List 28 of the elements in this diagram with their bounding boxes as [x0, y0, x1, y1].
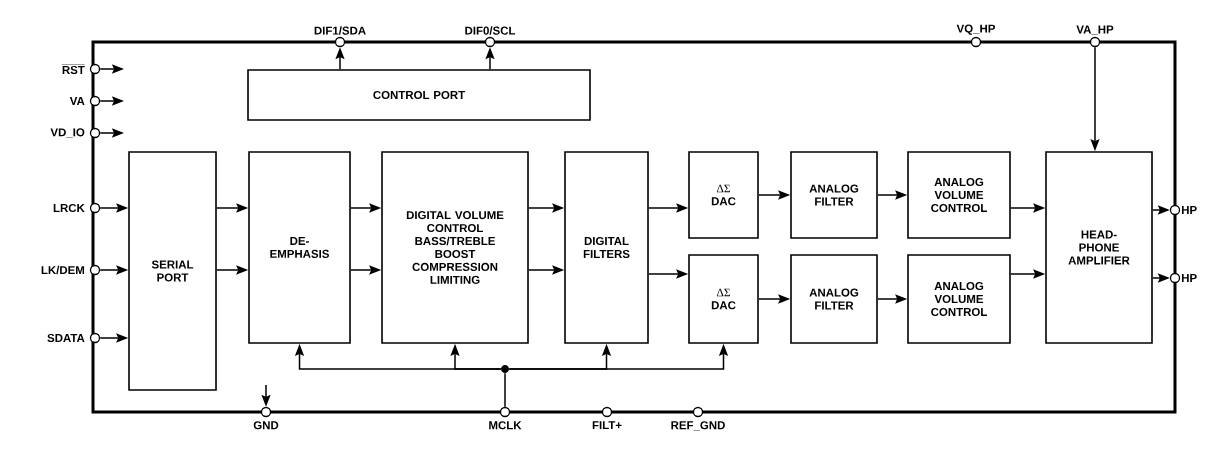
pin-label: HP	[1181, 274, 1197, 282]
de-emphasis-box: DE- EMPHASIS	[248, 151, 351, 344]
pin-label: VA	[69, 97, 85, 105]
pin-label: VD_IO	[50, 128, 85, 138]
pin-label: VA_HP	[1076, 25, 1114, 35]
analog-volume-box: ANALOG VOLUME CONTROL	[907, 151, 1011, 239]
pin-label: DIF0/SCL	[465, 26, 516, 35]
pin-label: RST	[61, 64, 85, 75]
pin-label: SDATA	[47, 333, 85, 343]
dac-box: ΔΣ DAC	[688, 254, 759, 344]
analog-filter-box: ANALOG FILTER	[790, 254, 878, 344]
pin-label: GND	[253, 421, 279, 430]
serial-port-box: SERIAL PORT	[128, 151, 217, 391]
analog-filter-box: ANALOG FILTER	[790, 151, 878, 239]
pin-label: FILT+	[592, 421, 622, 430]
pin-label: REF_GND	[671, 421, 725, 431]
analog-volume-box: ANALOG VOLUME CONTROL	[907, 254, 1011, 344]
control-port-box: CONTROL PORT	[247, 69, 591, 121]
pin-label: LRCK	[53, 203, 85, 213]
digital-filters-box: DIGITAL FILTERS	[564, 151, 649, 344]
digital-volume-box: DIGITAL VOLUME CONTROL BASS/TREBLE BOOST COMPRESSION LIMITING	[381, 151, 529, 344]
pin-label: VQ_HP	[956, 24, 996, 35]
pin-label: DIF1/SDA	[314, 26, 366, 35]
headphone-amplifier-box: HEAD- PHONE AMPLIFIER	[1045, 151, 1153, 344]
pin-label: LK/DEM	[41, 265, 85, 275]
pin-label: MCLK	[489, 421, 522, 430]
dac-box: ΔΣ DAC	[688, 151, 759, 239]
pin-label: HP	[1181, 206, 1197, 214]
